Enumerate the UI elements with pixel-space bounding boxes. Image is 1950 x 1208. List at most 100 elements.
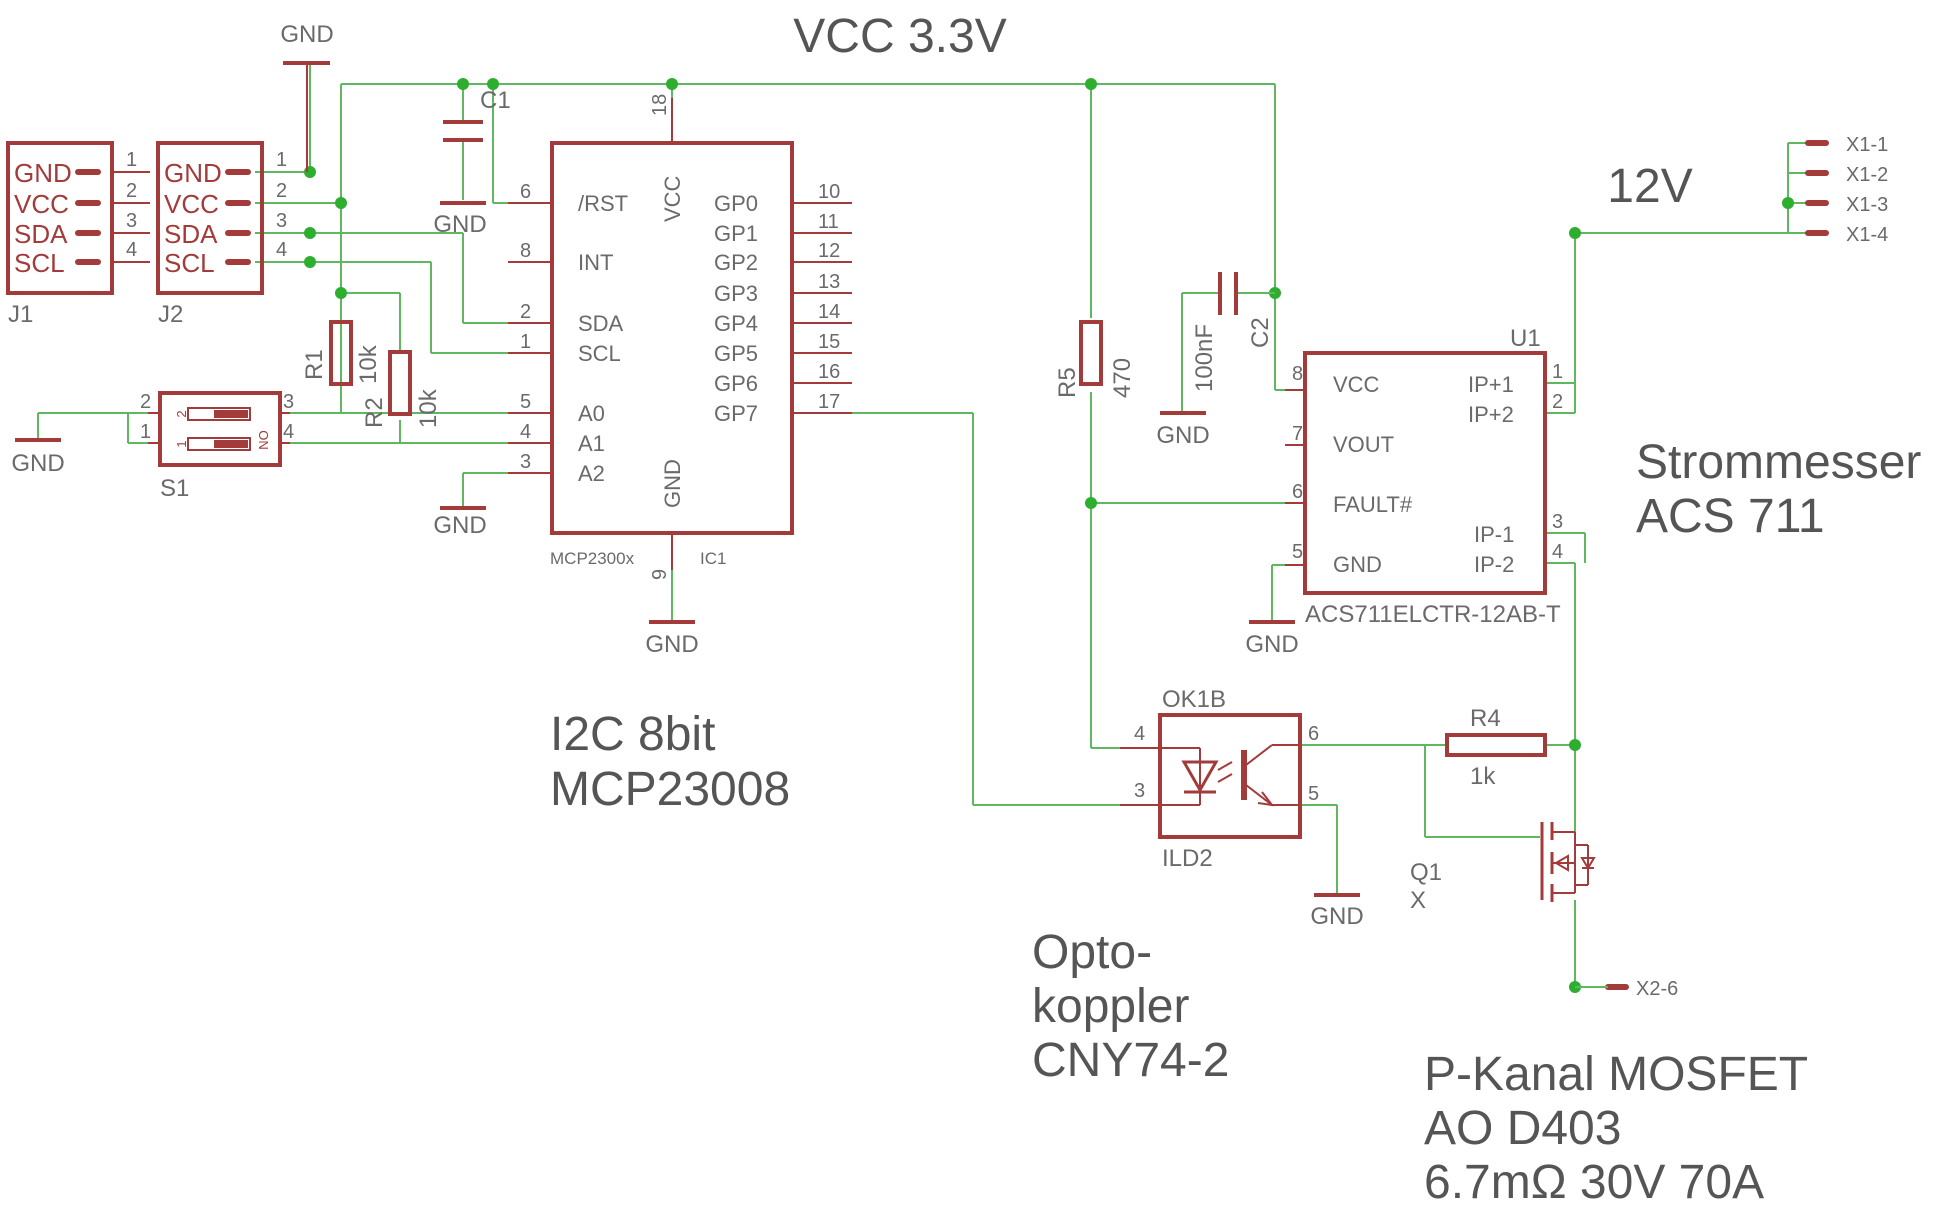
ic1-pin-number: 3	[520, 451, 531, 473]
ic1-gnd-pin-number: 9	[649, 569, 671, 580]
ic1-pin-number: 13	[818, 271, 840, 293]
ic1-pin-number: 12	[818, 240, 840, 262]
s1-pin-number: 1	[140, 421, 151, 443]
ic1-pin-number: 5	[520, 391, 531, 413]
x1-pin-label: X1-1	[1846, 134, 1888, 156]
ic1-pin-number: 15	[818, 331, 840, 353]
s1-switch-number: 1	[174, 440, 189, 447]
ic1-pin-label: /RST	[578, 191, 628, 216]
note-line: P-Kanal MOSFET	[1424, 1048, 1808, 1101]
ic1-pin-label: GP6	[714, 371, 758, 396]
u1-pin-number: 3	[1552, 511, 1563, 533]
s1-name: S1	[160, 475, 189, 502]
capacitor-c2: 100nF C2	[1182, 272, 1275, 392]
r5-value: 470	[1109, 358, 1136, 398]
ic1-mcp23008: 6 8 2 1 5 4 3 /RST INT SDA SCL A0 A1 A2 …	[508, 94, 852, 580]
note-line: ACS 711	[1636, 490, 1825, 543]
ic1-name: IC1	[700, 549, 726, 568]
note-current-sensor: Strommesser ACS 711	[1636, 436, 1921, 543]
note-line: AO D403	[1424, 1102, 1621, 1155]
ic1-pin-number: 10	[818, 181, 840, 203]
wires	[37, 65, 1808, 987]
note-line: Strommesser	[1636, 436, 1921, 489]
j1-pin-number: 2	[126, 180, 137, 202]
j2-pin-number: 3	[276, 210, 287, 232]
connector-x1: X1-1 X1-2 X1-3 X1-4	[1805, 134, 1888, 246]
12v-net-label: 12V	[1607, 160, 1692, 213]
connector-j1: GND VCC SDA SCL 1 2 3 4 J1	[6, 141, 150, 328]
vcc-net-label: VCC 3.3V	[793, 10, 1006, 63]
ic1-vcc-pin-number: 18	[649, 94, 671, 116]
ic1-pin-label: GP7	[714, 401, 758, 426]
j1-pin-number: 1	[126, 149, 137, 171]
x1-pin-label: X1-3	[1846, 194, 1888, 216]
ic1-pin-label: SDA	[578, 311, 624, 336]
j1-pin-number: 4	[126, 239, 137, 261]
note-line: CNY74-2	[1032, 1034, 1229, 1087]
u1-name: U1	[1510, 325, 1541, 352]
ic1-pin-label: A0	[578, 401, 605, 426]
gnd-label: GND	[1310, 903, 1363, 930]
ic1-pin-label: GP1	[714, 221, 758, 246]
resistor-r2: R2 10k	[361, 350, 442, 428]
j2-pin-number: 4	[276, 239, 287, 261]
r1-name: R1	[301, 349, 328, 380]
ic1-pin-label: GP5	[714, 341, 758, 366]
r1-value: 10k	[355, 344, 382, 384]
j1-pin-label: GND	[14, 158, 72, 188]
c2-value: 100nF	[1191, 324, 1218, 392]
opto-pin-number: 3	[1134, 780, 1145, 802]
opto-pin-number: 5	[1308, 783, 1319, 805]
u1-pin-number: 7	[1292, 423, 1303, 445]
capacitor-c1: C1	[443, 87, 511, 142]
ic1-part: MCP2300x	[550, 549, 635, 568]
ic1-pin-number: 2	[520, 301, 531, 323]
j2-pin-label: SCL	[164, 248, 215, 278]
note-i2c: I2C 8bit MCP23008	[550, 708, 790, 816]
s1-switch-number: 2	[174, 410, 189, 417]
s1-pin-number: 4	[283, 421, 294, 443]
c2-name: C2	[1247, 317, 1274, 348]
x2-pin-label: X2-6	[1636, 978, 1678, 1000]
gnd-label: GND	[280, 21, 333, 48]
r2-name: R2	[361, 397, 388, 428]
r5-name: R5	[1054, 367, 1081, 398]
gnd-symbols: GND GND GND GND GND GND GND GND	[11, 21, 1363, 930]
j1-name: J1	[8, 301, 33, 328]
j1-pin-label: SCL	[14, 248, 65, 278]
j2-pin-number: 1	[276, 149, 287, 171]
resistor-r5: R5 470	[1054, 320, 1136, 398]
s1-pin-number: 2	[140, 391, 151, 413]
dip-switch-s1: 2 1 ON 2 1 3 4 S1	[140, 391, 294, 502]
opto-pin-number: 6	[1308, 723, 1319, 745]
u1-pin-number: 1	[1552, 361, 1563, 383]
ic1-vcc-label: VCC	[660, 175, 685, 222]
u1-pin-label: IP+1	[1468, 372, 1514, 397]
ic1-pin-number: 1	[520, 331, 531, 353]
j2-pin-number: 2	[276, 180, 287, 202]
u1-pin-number: 4	[1552, 541, 1563, 563]
c1-name: C1	[480, 87, 511, 114]
gnd-label: GND	[1245, 631, 1298, 658]
connector-j2: GND VCC SDA SCL 1 2 3 4 J2	[156, 141, 287, 328]
opto-pin-number: 4	[1134, 723, 1145, 745]
ic1-pin-label: A1	[578, 431, 605, 456]
j1-pin-label: VCC	[14, 189, 69, 219]
u1-pin-label: VOUT	[1333, 432, 1394, 457]
note-line: MCP23008	[550, 763, 790, 816]
ic1-pin-label: SCL	[578, 341, 621, 366]
ic1-pin-number: 17	[818, 391, 840, 413]
ic1-pin-label: GP4	[714, 311, 758, 336]
u1-pin-label: IP-2	[1474, 552, 1514, 577]
ic1-pin-number: 8	[520, 240, 531, 262]
note-line: Opto-	[1032, 926, 1152, 979]
gnd-label: GND	[11, 450, 64, 477]
gnd-label: GND	[433, 211, 486, 238]
note-line: 6.7mΩ 30V 70A	[1424, 1156, 1764, 1208]
gnd-label: GND	[1156, 422, 1209, 449]
opto-part: ILD2	[1162, 845, 1213, 872]
s1-pin-number: 3	[283, 391, 294, 413]
q1-value: X	[1410, 887, 1426, 914]
note-line: I2C 8bit	[550, 708, 715, 761]
